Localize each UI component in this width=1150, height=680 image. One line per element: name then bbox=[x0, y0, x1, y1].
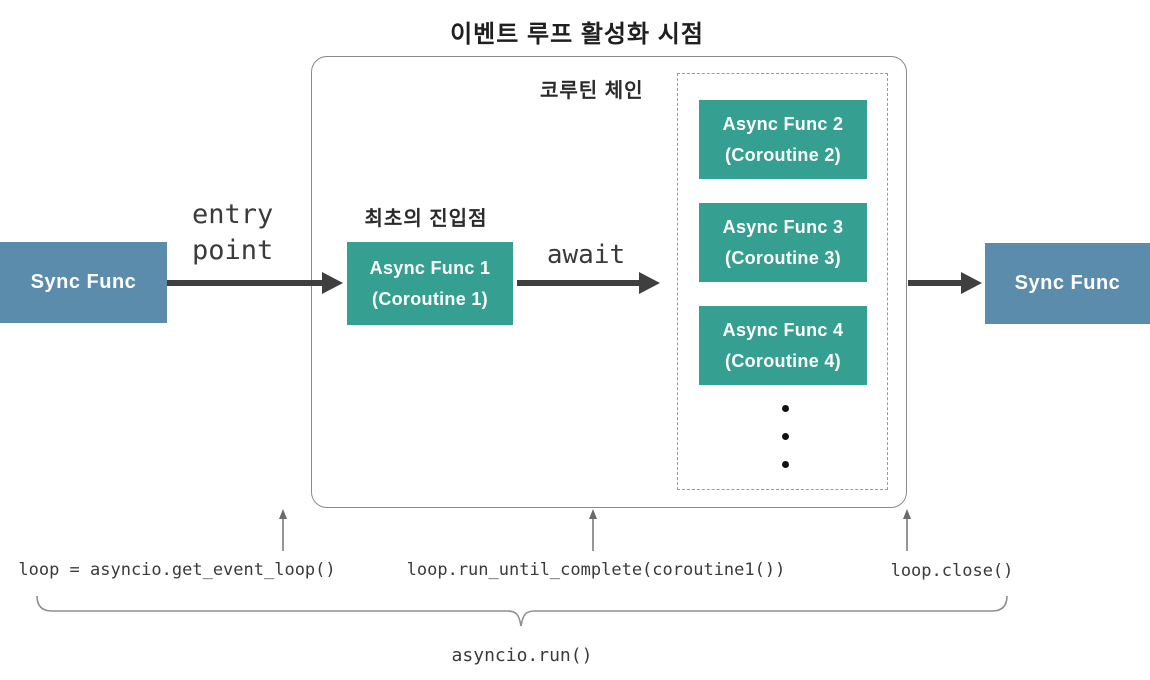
ellipsis-dot bbox=[782, 405, 789, 412]
await-label: await bbox=[546, 240, 626, 270]
callout-arrow-run-until-complete bbox=[589, 509, 597, 551]
async-func-4-coroutine: (Coroutine 4) bbox=[725, 350, 841, 371]
entry-point-line2: point bbox=[192, 235, 274, 266]
async-func-2-coroutine: (Coroutine 2) bbox=[725, 144, 841, 165]
code-annotation-close: loop.close() bbox=[890, 561, 1014, 581]
coroutine-chain-box bbox=[677, 73, 888, 490]
coroutine-chain-label: 코루틴 체인 bbox=[540, 80, 644, 102]
callout-arrow-close bbox=[903, 509, 911, 551]
async-func-1-name: Async Func 1 bbox=[369, 257, 491, 278]
ellipsis-dot bbox=[782, 461, 789, 468]
async-func-3-name: Async Func 3 bbox=[722, 216, 844, 237]
entry-point-line1: entry bbox=[192, 199, 274, 230]
sync-func-left-label: Sync Func bbox=[30, 271, 137, 293]
ellipsis-dot bbox=[782, 433, 789, 440]
async-func-4-name: Async Func 4 bbox=[722, 319, 844, 340]
arrow-return bbox=[908, 272, 982, 294]
async-func-4-box: Async Func 4 (Coroutine 4) bbox=[699, 306, 867, 385]
async-func-1-box: Async Func 1 (Coroutine 1) bbox=[347, 242, 513, 325]
first-entry-label: 최초의 진입점 bbox=[364, 208, 488, 230]
async-func-2-name: Async Func 2 bbox=[722, 113, 844, 134]
code-annotation-get-event-loop: loop = asyncio.get_event_loop() bbox=[18, 560, 336, 580]
async-func-3-box: Async Func 3 (Coroutine 3) bbox=[699, 203, 867, 282]
diagram-title: 이벤트 루프 활성화 시점 bbox=[450, 21, 704, 48]
async-func-3-coroutine: (Coroutine 3) bbox=[725, 247, 841, 268]
async-func-1-coroutine: (Coroutine 1) bbox=[372, 288, 488, 309]
sync-func-right-label: Sync Func bbox=[1014, 272, 1121, 294]
async-func-2-box: Async Func 2 (Coroutine 2) bbox=[699, 100, 867, 179]
code-annotation-run-until-complete: loop.run_until_complete(coroutine1()) bbox=[406, 560, 786, 580]
asyncio-run-label: asyncio.run() bbox=[451, 645, 593, 666]
sync-func-left-box: Sync Func bbox=[0, 242, 167, 323]
sync-func-right-box: Sync Func bbox=[985, 243, 1150, 324]
underbrace bbox=[36, 595, 1008, 627]
entry-point-label: entry point bbox=[192, 197, 273, 269]
callout-arrow-get-event-loop bbox=[279, 509, 287, 551]
